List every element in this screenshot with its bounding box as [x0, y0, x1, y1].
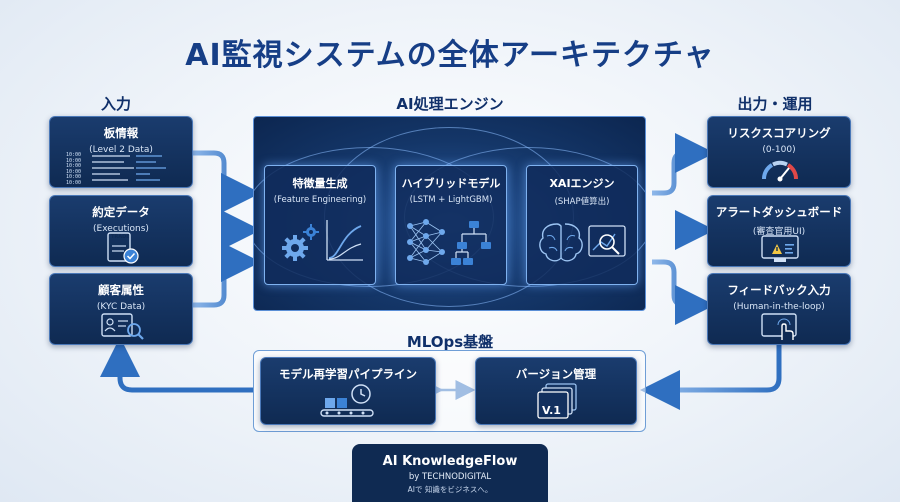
retraining-pipeline-card[interactable]: モデル再学習パイプライン [260, 357, 436, 425]
input-card-kyc[interactable]: 顧客属性 (KYC Data) [49, 273, 193, 345]
output-card-title: リスクスコアリング [727, 126, 831, 140]
brand-name: AI KnowledgeFlow [382, 454, 518, 469]
order-book-icon [92, 155, 166, 181]
output-card-risk-scoring[interactable]: リスクスコアリング (0-100) [707, 116, 851, 188]
mlops-platform: モデル再学習パイプライン バージョン管理 V.1 [253, 350, 646, 432]
ai-engine-panel: 特徴量生成 (Feature Engineering) ハイブリッ [253, 116, 646, 311]
version-control-title: バージョン管理 [515, 367, 597, 381]
input-card-subtitle: (KYC Data) [96, 302, 146, 312]
engine-section-label: AI処理エンジン [396, 95, 504, 113]
output-card-subtitle: (0-100) [762, 145, 796, 155]
gear-chart-icon [282, 220, 363, 261]
gauge-icon [761, 160, 799, 182]
module-xai-engine[interactable]: XAIエンジン (SHAP値算出) [526, 165, 638, 285]
input-card-title: 約定データ [92, 205, 150, 219]
module-hybrid-model[interactable]: ハイブリッドモデル (LSTM + LightGBM) [395, 165, 507, 285]
output-section-label: 出力・運用 [737, 95, 813, 113]
input-card-title: 顧客属性 [98, 283, 144, 297]
output-card-alert-dashboard[interactable]: アラートダッシュボード (審査官用UI) [707, 195, 851, 267]
trade-tag: TRADE [111, 234, 130, 240]
input-section-label: 入力 [100, 95, 131, 113]
module-subtitle: (SHAP値算出) [554, 197, 610, 207]
output-card-feedback-input[interactable]: フィードバック入力 (Human-in-the-loop) [707, 273, 851, 345]
output-card-subtitle: (審査官用UI) [752, 227, 806, 237]
pipeline-title: モデル再学習パイプライン [279, 367, 417, 381]
module-subtitle: (LSTM + LightGBM) [409, 195, 493, 205]
input-card-subtitle: (Level 2 Data) [89, 145, 153, 155]
stacked-files-icon [537, 383, 577, 419]
module-title: 特徴量生成 [292, 177, 348, 190]
brand-company: by TECHNODIGITAL [408, 472, 492, 482]
mlops-section-label: MLOps基盤 [406, 333, 494, 351]
module-subtitle: (Feature Engineering) [273, 195, 367, 205]
touch-screen-icon [761, 313, 797, 340]
alert-dashboard-icon [761, 235, 799, 262]
input-card-order-book[interactable]: 板情報 (Level 2 Data) 10:00 10:00 10:00 10:… [49, 116, 193, 188]
module-title: ハイブリッドモデル [401, 177, 501, 190]
brand-tagline: AIで 知識をビジネスへ。 [407, 485, 493, 494]
output-card-title: アラートダッシュボード [715, 205, 843, 219]
trade-document-icon [107, 232, 139, 264]
input-card-executions[interactable]: 約定データ (Executions) TRADE [49, 195, 193, 267]
order-book-times: 10:00 10:00 10:00 10:00 10:00 10:00 [66, 152, 82, 186]
version-tag: V.1 [542, 404, 561, 417]
neural-network-tree-icon [407, 219, 491, 265]
conveyor-clock-icon [320, 384, 374, 417]
input-card-title: 板情報 [103, 126, 139, 140]
input-card-subtitle: (Executions) [93, 224, 149, 234]
footer-brand-block: AI KnowledgeFlow by TECHNODIGITAL AIで 知識… [352, 444, 548, 502]
version-control-card[interactable]: バージョン管理 V.1 [475, 357, 637, 425]
brain-analysis-icon [539, 223, 626, 262]
output-card-title: フィードバック入力 [727, 283, 831, 297]
page-title: AI監視システムの全体アーキテクチャ [185, 38, 715, 73]
output-card-subtitle: (Human-in-the-loop) [733, 302, 825, 312]
module-title: XAIエンジン [549, 177, 615, 190]
module-feature-engineering[interactable]: 特徴量生成 (Feature Engineering) [264, 165, 376, 285]
id-card-search-icon [101, 313, 144, 340]
